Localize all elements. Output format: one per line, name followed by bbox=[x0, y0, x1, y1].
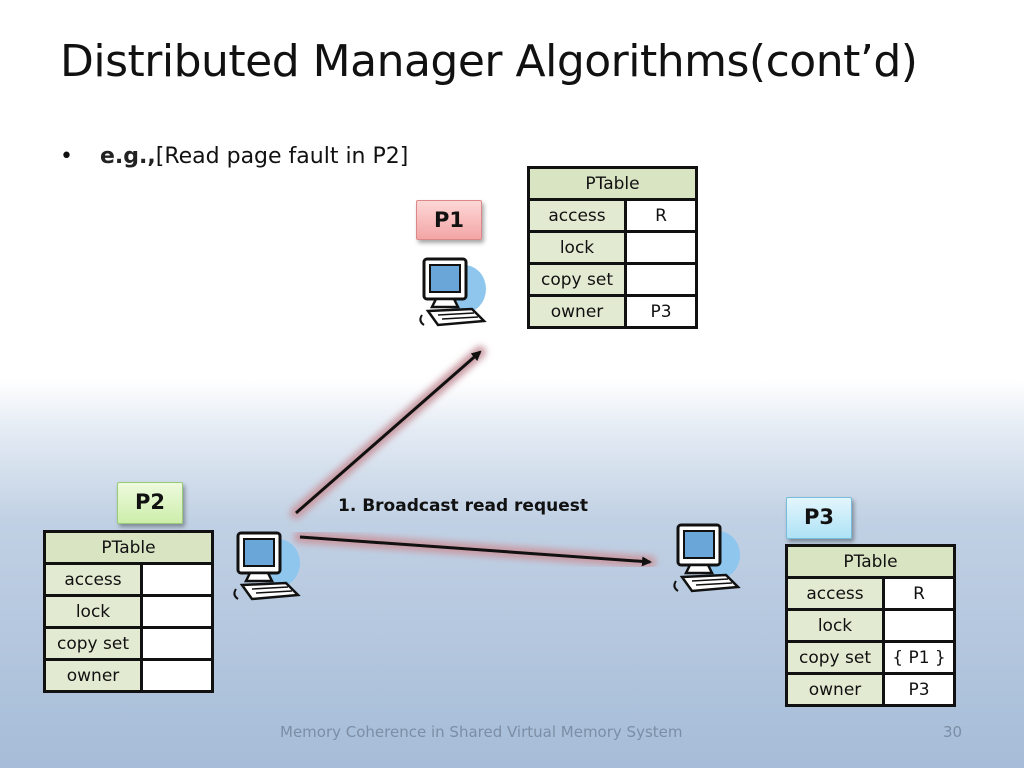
p2-tag: P2 bbox=[117, 482, 183, 524]
ptable-value-copy-set bbox=[140, 626, 214, 661]
page-number: 30 bbox=[943, 723, 963, 741]
ptable-key-owner: owner bbox=[785, 672, 885, 707]
ptable-value-owner bbox=[140, 658, 214, 693]
ptable-key-lock: lock bbox=[785, 608, 885, 643]
p1-computer-icon bbox=[419, 257, 487, 327]
ptable-key-owner: owner bbox=[43, 658, 143, 693]
broadcast-label: 1. Broadcast read request bbox=[338, 496, 589, 516]
slide-title: Distributed Manager Algorithms(cont’d) bbox=[60, 36, 918, 87]
ptable-key-access: access bbox=[527, 198, 627, 233]
arrow-to-p1 bbox=[290, 346, 486, 519]
ptable-value-lock bbox=[624, 230, 698, 265]
ptable-key-access: access bbox=[43, 562, 143, 597]
bullet-point: • e.g.,[Read page fault in P2] bbox=[60, 144, 408, 169]
ptable-header: PTable bbox=[527, 166, 698, 201]
ptable-key-owner: owner bbox=[527, 294, 627, 329]
ptable-header: PTable bbox=[43, 530, 214, 565]
ptable-key-lock: lock bbox=[527, 230, 627, 265]
p2-ptable: PTable access lock copy set owner bbox=[43, 530, 214, 693]
ptable-value-access: R bbox=[624, 198, 698, 233]
ptable-value-owner: P3 bbox=[882, 672, 956, 707]
ptable-value-copy-set: { P1 } bbox=[882, 640, 956, 675]
p3-tag: P3 bbox=[786, 497, 852, 539]
p3-ptable: PTable access R lock copy set { P1 } own… bbox=[785, 544, 956, 707]
slide-footer: Memory Coherence in Shared Virtual Memor… bbox=[280, 723, 683, 741]
ptable-value-access bbox=[140, 562, 214, 597]
ptable-key-copy-set: copy set bbox=[43, 626, 143, 661]
ptable-value-copy-set bbox=[624, 262, 698, 297]
bullet-text: [Read page fault in P2] bbox=[155, 144, 409, 169]
ptable-key-copy-set: copy set bbox=[527, 262, 627, 297]
p1-tag: P1 bbox=[416, 200, 482, 240]
arrow-to-p3 bbox=[294, 531, 656, 568]
ptable-value-access: R bbox=[882, 576, 956, 611]
ptable-header: PTable bbox=[785, 544, 956, 579]
bullet-marker: • bbox=[60, 144, 73, 169]
ptable-value-lock bbox=[882, 608, 956, 643]
bullet-prefix: e.g., bbox=[100, 144, 156, 169]
ptable-key-copy-set: copy set bbox=[785, 640, 885, 675]
ptable-value-owner: P3 bbox=[624, 294, 698, 329]
ptable-value-lock bbox=[140, 594, 214, 629]
ptable-key-access: access bbox=[785, 576, 885, 611]
ptable-key-lock: lock bbox=[43, 594, 143, 629]
p2-computer-icon bbox=[233, 531, 301, 601]
p3-computer-icon bbox=[673, 523, 741, 593]
p1-ptable: PTable access R lock copy set owner P3 bbox=[527, 166, 698, 329]
